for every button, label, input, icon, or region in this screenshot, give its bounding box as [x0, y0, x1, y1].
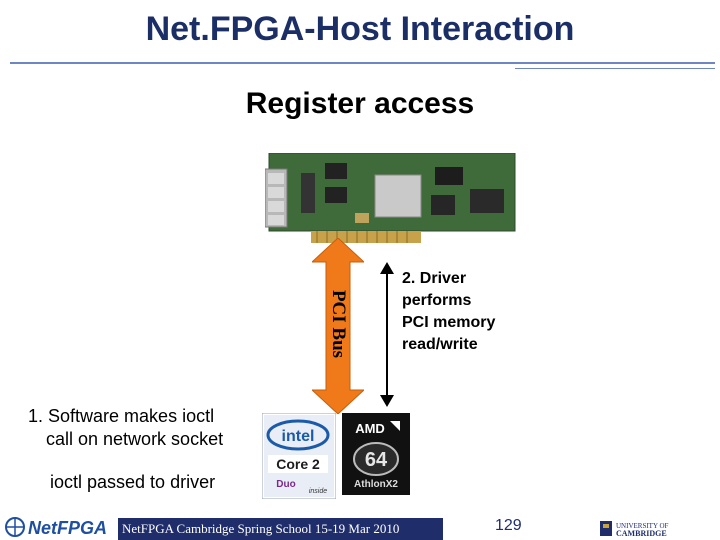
netfpga-logo-text: NetFPGA — [28, 518, 107, 538]
pci-bus-arrow — [312, 238, 364, 414]
memory-access-arrow — [380, 262, 394, 407]
netfpga-board-image — [265, 153, 516, 243]
intel-inside-text: inside — [309, 488, 327, 495]
step2-line: PCI memory — [402, 314, 496, 331]
slide-title: Net.FPGA-Host Interaction — [145, 10, 575, 48]
step1-line: call on network socket — [46, 429, 224, 449]
step2-line: read/write — [402, 336, 478, 353]
step1-text: 1. Software makes ioctl call on network … — [28, 405, 223, 451]
step2-text: 2. Driver performs PCI memory read/write — [402, 268, 495, 356]
intel-core2-logo: intel Core 2 Duo inside — [262, 413, 336, 499]
cambridge-logo: UNIVERSITY OF CAMBRIDGE — [600, 521, 669, 538]
pci-bus-label: PCI Bus — [328, 289, 349, 359]
intel-duo-text: Duo — [276, 479, 295, 490]
step1-line: 1. Software makes ioctl — [28, 406, 215, 426]
university-line1: UNIVERSITY OF — [616, 522, 669, 530]
netfpga-footer-logo: NetFPGA — [5, 517, 107, 538]
intel-core-text: Core 2 — [276, 456, 320, 472]
amd-text: AMD — [355, 421, 385, 436]
amd-athlon-text: AthlonX2 — [354, 479, 398, 490]
slide-subtitle: Register access — [245, 87, 475, 120]
footer-event-text: NetFPGA Cambridge Spring School 15-19 Ma… — [118, 518, 443, 540]
university-line2: CAMBRIDGE — [616, 529, 667, 538]
ioctl-note: ioctl passed to driver — [50, 472, 216, 492]
step2-line: 2. Driver — [402, 270, 467, 287]
amd-64-text: 64 — [365, 449, 388, 471]
amd-athlon-logo: AMD 64 AthlonX2 — [342, 413, 410, 495]
step2-line: performs — [402, 292, 472, 309]
title-divider-secondary — [515, 68, 715, 69]
title-divider — [10, 62, 715, 64]
page-number: 129 — [495, 517, 522, 534]
intel-text: intel — [282, 428, 315, 445]
